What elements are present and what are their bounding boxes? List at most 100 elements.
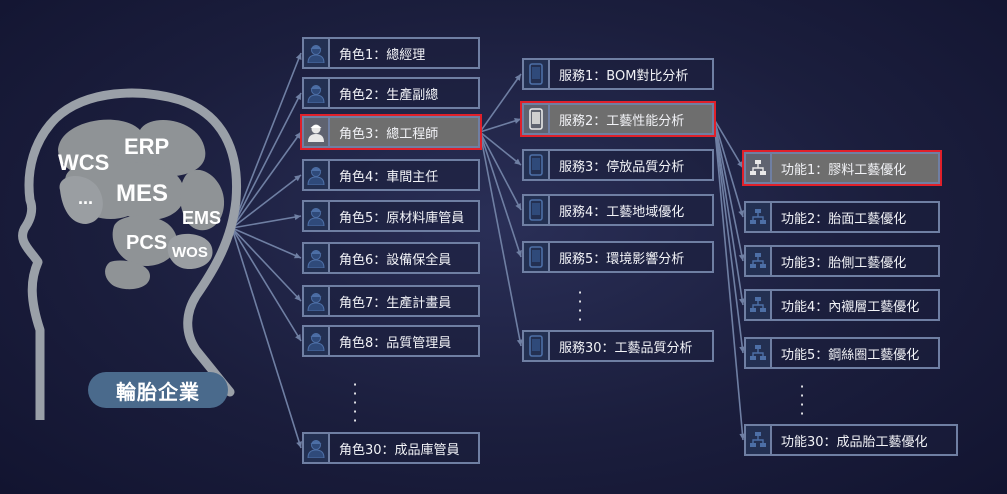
link-service-function-1	[713, 118, 744, 169]
link-role-service-3	[479, 131, 522, 166]
link-brain-role-1-arrowhead	[295, 53, 302, 60]
flowchart-icon	[746, 426, 772, 454]
link-brain-role-5	[231, 215, 302, 229]
role-highlight-frame	[300, 114, 482, 150]
link-role-service-6	[479, 131, 522, 347]
link-service-function-1-arrowhead	[737, 161, 743, 168]
link-brain-role-4	[231, 174, 302, 229]
worker-icon	[304, 79, 330, 107]
role-node-4: 角色4：車間主任	[302, 159, 480, 191]
role-node-3: 角色3：總工程師	[302, 116, 480, 148]
tablet-icon	[524, 105, 550, 133]
tablet-icon	[524, 151, 550, 179]
function-label: 功能2：胎面工藝優化	[781, 211, 907, 227]
brain-lobe-bottom	[112, 215, 178, 266]
link-brain-role-8-arrowhead	[295, 334, 301, 341]
link-brain-role-7-arrowhead	[294, 294, 301, 301]
link-brain-role-3	[231, 131, 302, 229]
service-ellipsis: ····	[577, 283, 583, 329]
role-node-2: 角色2：生產副總	[302, 77, 480, 109]
role-label: 角色4：車間主任	[339, 169, 439, 185]
link-brain-role-8	[231, 227, 302, 342]
link-role-service-3-arrowhead	[514, 158, 521, 165]
service-label: 服務2：工藝性能分析	[559, 113, 685, 129]
link-role-service-6-arrowhead	[516, 339, 523, 346]
function-node-6: 功能30：成品胎工藝優化	[744, 424, 958, 456]
brain-lobe-right	[180, 169, 225, 231]
role-node-5: 角色5：原材料庫管員	[302, 200, 480, 232]
brain-lobe-stem	[105, 260, 150, 290]
link-service-function-5-arrowhead	[739, 346, 746, 353]
worker-icon	[304, 118, 330, 146]
brain-label-ellipsis: ...	[78, 188, 94, 208]
role-node-1: 角色1：總經理	[302, 37, 480, 69]
role-label: 角色30：成品庫管員	[339, 442, 460, 458]
link-role-service-4-arrowhead	[515, 203, 521, 210]
tablet-icon	[524, 243, 550, 271]
brain-lobe-left	[59, 175, 103, 224]
brain-label-pcs: PCS	[126, 232, 168, 254]
function-label: 功能3：胎側工藝優化	[781, 255, 907, 271]
brain-label-ems: EMS	[182, 208, 222, 228]
function-label: 功能30：成品胎工藝優化	[781, 434, 928, 450]
worker-icon	[304, 434, 330, 462]
role-label: 角色1：總經理	[339, 47, 426, 63]
service-label: 服務1：BOM對比分析	[559, 68, 689, 84]
link-role-service-2	[479, 118, 522, 133]
worker-icon	[304, 244, 330, 272]
brain-lobe-small	[167, 233, 213, 270]
brain-label-erp: ERP	[124, 134, 170, 159]
worker-icon	[304, 161, 330, 189]
link-service-function-6	[713, 118, 744, 441]
link-role-service-5	[479, 131, 522, 258]
role-label: 角色3：總工程師	[339, 126, 439, 142]
link-role-service-5-arrowhead	[516, 250, 522, 257]
link-brain-role-6-arrowhead	[294, 252, 301, 259]
link-service-function-2-arrowhead	[738, 210, 745, 217]
role-label: 角色2：生產副總	[339, 87, 439, 103]
link-brain-role-7	[231, 227, 302, 302]
link-brain-role-9-arrowhead	[296, 441, 303, 448]
flowchart-icon	[746, 247, 772, 275]
link-role-service-2-arrowhead	[514, 118, 521, 124]
link-role-service-1-arrowhead	[514, 74, 521, 81]
flowchart-icon	[746, 291, 772, 319]
link-brain-role-9	[231, 227, 302, 449]
brain-label-wos: WOS	[172, 244, 208, 261]
tablet-icon	[524, 60, 550, 88]
brain-label-wcs: WCS	[58, 150, 110, 175]
link-service-function-4	[713, 118, 744, 306]
function-node-5: 功能5：鋼絲圈工藝優化	[744, 337, 940, 369]
link-service-function-3-arrowhead	[738, 254, 745, 261]
function-label: 功能1：膠料工藝優化	[781, 162, 907, 178]
role-label: 角色8：品質管理員	[339, 335, 452, 351]
link-service-function-2	[713, 118, 744, 218]
function-node-2: 功能2：胎面工藝優化	[744, 201, 940, 233]
role-ellipsis: ·····	[352, 375, 358, 430]
worker-icon	[304, 202, 330, 230]
function-node-3: 功能3：胎側工藝優化	[744, 245, 940, 277]
role-label: 角色7：生產計畫員	[339, 295, 452, 311]
link-service-function-5	[713, 118, 744, 354]
tablet-icon	[524, 332, 550, 360]
link-role-service-1	[479, 73, 522, 133]
flowchart-icon	[746, 203, 772, 231]
service-node-3: 服務3：停放品質分析	[522, 149, 714, 181]
service-node-1: 服務1：BOM對比分析	[522, 58, 714, 90]
service-label: 服務30：工藝品質分析	[559, 340, 693, 356]
worker-icon	[304, 327, 330, 355]
head-silhouette	[18, 88, 242, 420]
role-label: 角色6：設備保全員	[339, 252, 452, 268]
function-node-1: 功能1：膠料工藝優化	[744, 152, 940, 184]
service-node-2: 服務2：工藝性能分析	[522, 103, 714, 135]
flowchart-icon	[746, 154, 772, 182]
link-brain-role-4-arrowhead	[294, 175, 301, 182]
worker-icon	[304, 287, 330, 315]
link-service-function-4-arrowhead	[739, 298, 746, 305]
service-node-5: 服務5：環境影響分析	[522, 241, 714, 273]
company-badge: 輪胎企業	[88, 372, 228, 408]
role-node-9: 角色30：成品庫管員	[302, 432, 480, 464]
service-label: 服務4：工藝地域優化	[559, 204, 685, 220]
worker-icon	[304, 39, 330, 67]
role-label: 角色5：原材料庫管員	[339, 210, 465, 226]
